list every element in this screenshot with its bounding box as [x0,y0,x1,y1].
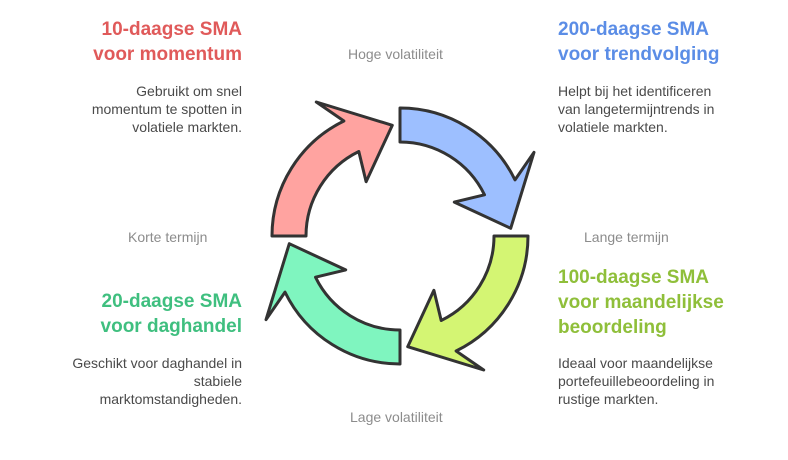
description-line: momentum te spotten in [91,101,242,117]
axis-label-left: Korte termijn [128,229,208,245]
title-line: 200-daagse SMA [558,19,710,40]
title-line: voor maandelijkse [558,292,724,313]
description-line: portefeuillebeoordeling in [558,373,715,389]
axis-label-right: Lange termijn [584,229,669,245]
title-line: 100-daagse SMA [558,267,710,288]
description-line: van langetermijntrends in [558,101,715,117]
quadrant-top-right-description: Helpt bij het identificeren van langeter… [558,82,714,136]
description-line: rustige markten. [558,391,659,407]
quadrant-bottom-right-description: Ideaal voor maandelijkse portefeuillebeo… [558,354,714,408]
quadrant-bottom-left-description: Geschikt voor daghandel in stabiele mark… [72,354,242,408]
description-line: Gebruikt om snel [136,83,242,99]
quadrant-top-left-description: Gebruikt om snel momentum te spotten in … [92,82,242,136]
axis-label-bottom: Lage volatiliteit [350,409,443,425]
description-line: stabiele [193,373,242,389]
quadrant-bottom-left-title: 20-daagse SMA voor daghandel [101,289,242,339]
segment-bottom-right [406,234,530,372]
segment-bottom-left [264,242,402,366]
quadrant-top-right-title: 200-daagse SMA voor trendvolging [558,17,720,67]
description-line: volatiele markten. [132,119,242,135]
segment-top-left [270,100,394,238]
description-line: Geschikt voor daghandel in [72,355,242,371]
title-line: voor trendvolging [558,44,720,65]
quadrant-bottom-right-title: 100-daagse SMA voor maandelijkse beoorde… [558,265,724,340]
title-line: 20-daagse SMA [101,291,242,312]
title-line: beoordeling [558,317,667,338]
description-line: Helpt bij het identificeren [558,83,712,99]
title-line: voor daghandel [100,316,242,337]
quadrant-top-left-title: 10-daagse SMA voor momentum [93,17,242,67]
description-line: volatiele markten. [558,119,668,135]
description-line: marktomstandigheden. [99,391,242,407]
segment-top-right [398,106,536,230]
description-line: Ideaal voor maandelijkse [558,355,713,371]
title-line: voor momentum [93,44,242,65]
title-line: 10-daagse SMA [101,19,242,40]
axis-label-top: Hoge volatiliteit [348,46,443,62]
